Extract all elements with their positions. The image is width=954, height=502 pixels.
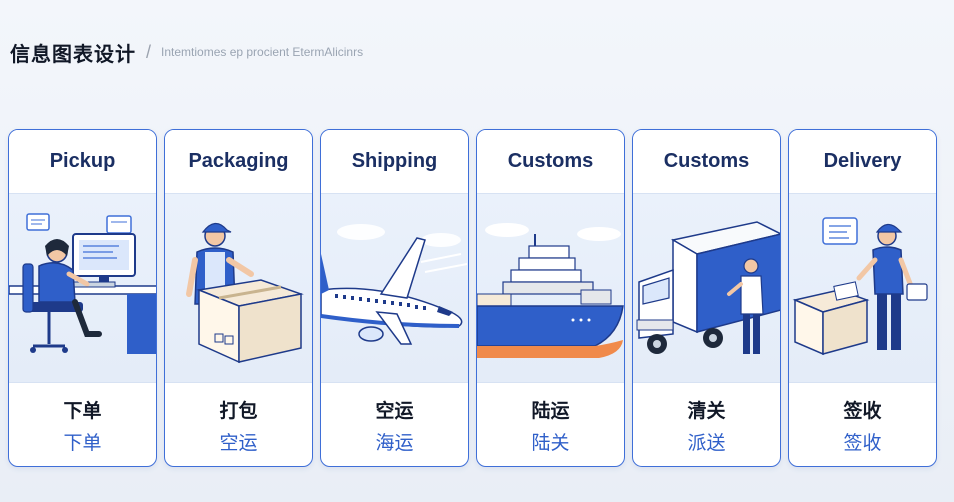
step-sublabel-zh: 海运 [375, 432, 414, 454]
step-title: Customs [477, 130, 624, 193]
step-title: Pickup [9, 130, 156, 193]
step-title: Customs [633, 130, 780, 193]
person-at-computer-icon [9, 193, 156, 383]
step-card-delivery: Delivery 签收 签收 [788, 129, 937, 467]
step-title: Shipping [321, 130, 468, 193]
step-sublabel-zh: 下单 [63, 432, 102, 454]
page-subtitle: Intemtiomes ep procient EtermAlicinrs [161, 45, 364, 59]
step-label-zh: 下单 [63, 400, 102, 422]
step-sublabel-zh: 派送 [687, 432, 726, 454]
step-label-zh: 清关 [687, 400, 726, 422]
worker-with-box-icon [165, 193, 312, 383]
step-card-packaging: Packaging 打包 空运 [164, 129, 313, 467]
step-sublabel-zh: 签收 [843, 432, 882, 454]
step-sublabel-zh: 陆关 [531, 432, 570, 454]
delivery-truck-icon [633, 193, 780, 383]
step-title: Packaging [165, 130, 312, 193]
title-separator: / [146, 41, 152, 62]
step-label-zh: 打包 [219, 400, 258, 422]
step-card-customs-ship: Customs 陆运 陆关 [476, 129, 625, 467]
step-label-zh: 空运 [375, 400, 414, 422]
step-card-customs-truck: Customs 清关 派送 [632, 129, 781, 467]
page-title: 信息图表设计 [10, 41, 136, 66]
step-card-shipping: Shipping [320, 129, 469, 467]
process-steps: Pickup [8, 129, 937, 467]
courier-with-package-icon [789, 193, 936, 383]
step-sublabel-zh: 空运 [219, 432, 258, 454]
page-header: 信息图表设计 / Intemtiomes ep procient EtermAl… [10, 36, 363, 68]
step-label-zh: 签收 [843, 400, 882, 422]
step-card-pickup: Pickup [8, 129, 157, 467]
step-label-zh: 陆运 [531, 400, 570, 422]
airplane-icon [321, 193, 468, 383]
step-title: Delivery [789, 130, 936, 193]
cargo-ship-icon [477, 193, 624, 383]
